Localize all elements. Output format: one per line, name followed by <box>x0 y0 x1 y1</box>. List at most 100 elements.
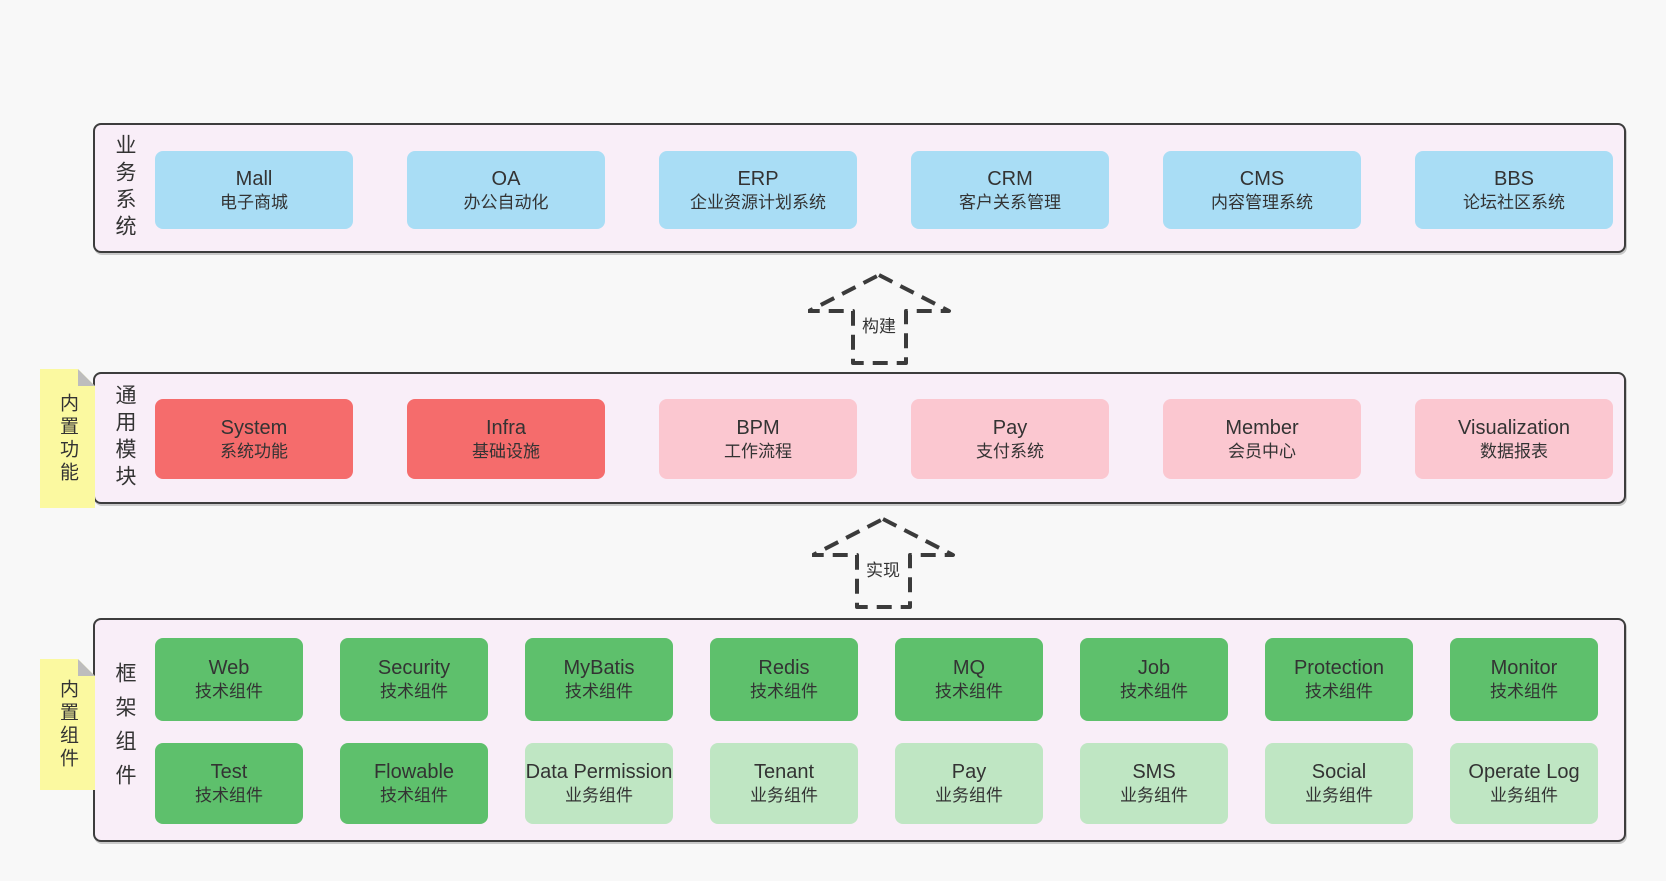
sticky-note-built-in-features: 内置功能 <box>40 369 95 508</box>
box-subtitle-zh: 技术组件 <box>1120 682 1188 702</box>
box-subtitle-zh: 技术组件 <box>380 682 448 702</box>
box-subtitle-zh: 业务组件 <box>1120 786 1188 806</box>
box-title-en: Mall <box>235 167 273 190</box>
box-title-en: BBS <box>1493 167 1535 190</box>
box-pay-biz: Pay 业务组件 <box>895 743 1043 824</box>
box-subtitle-zh: 数据报表 <box>1480 441 1548 461</box>
folded-corner <box>78 369 95 386</box>
box-mall: Mall 电子商城 <box>155 151 353 229</box>
box-title-en: Social <box>1311 761 1367 784</box>
framework-row-2: Test 技术组件 Flowable 技术组件 Data Permission … <box>155 743 1598 824</box>
box-title-en: Security <box>377 657 451 680</box>
box-sms: SMS 业务组件 <box>1080 743 1228 824</box>
box-subtitle-zh: 业务组件 <box>935 786 1003 806</box>
box-system: System 系统功能 <box>155 399 353 479</box>
layer-label-vertical: 业务系统 <box>113 134 136 242</box>
box-subtitle-zh: 工作流程 <box>724 441 792 461</box>
box-infra: Infra 基础设施 <box>407 399 605 479</box>
box-mq: MQ 技术组件 <box>895 638 1043 721</box>
build-arrow-icon: 构建 <box>808 273 951 365</box>
box-subtitle-zh: 办公自动化 <box>463 192 549 212</box>
box-subtitle-zh: 业务组件 <box>1490 786 1558 806</box>
box-bbs: BBS 论坛社区系统 <box>1415 151 1613 229</box>
framework-row-1: Web 技术组件 Security 技术组件 MyBatis 技术组件 Redi… <box>155 638 1598 721</box>
implement-arrow-icon: 实现 <box>812 517 955 609</box>
box-protection: Protection 技术组件 <box>1265 638 1413 721</box>
box-subtitle-zh: 技术组件 <box>195 786 263 806</box>
box-subtitle-zh: 技术组件 <box>380 786 448 806</box>
box-title-en: ERP <box>737 167 779 190</box>
box-tenant: Tenant 业务组件 <box>710 743 858 824</box>
box-subtitle-zh: 会员中心 <box>1228 441 1296 461</box>
box-web: Web 技术组件 <box>155 638 303 721</box>
framework-boxes-grid: Web 技术组件 Security 技术组件 MyBatis 技术组件 Redi… <box>155 638 1598 824</box>
box-title-en: Flowable <box>373 761 455 784</box>
box-title-en: Data Permission <box>525 761 673 784</box>
box-title-en: Web <box>208 657 250 680</box>
sticky-label: 内置功能 <box>57 392 78 485</box>
arrow-label: 构建 <box>862 317 896 336</box>
layer-common-modules: 内置功能 通用模块 System 系统功能 Infra 基础设施 BPM 工作流… <box>93 372 1626 504</box>
box-crm: CRM 客户关系管理 <box>911 151 1109 229</box>
layer-framework-components: 内置组件 框架组件 Web 技术组件 Security 技术组件 MyBatis… <box>93 618 1626 842</box>
module-boxes-row: System 系统功能 Infra 基础设施 BPM 工作流程 Pay 支付系统… <box>155 399 1613 479</box>
box-title-en: OA <box>491 167 521 190</box>
box-subtitle-zh: 技术组件 <box>750 682 818 702</box>
box-bpm: BPM 工作流程 <box>659 399 857 479</box>
box-title-en: Job <box>1137 657 1171 680</box>
business-boxes-row: Mall 电子商城 OA 办公自动化 ERP 企业资源计划系统 CRM 客户关系… <box>155 151 1613 229</box>
box-title-en: MQ <box>952 657 986 680</box>
box-subtitle-zh: 技术组件 <box>195 682 263 702</box>
box-subtitle-zh: 内容管理系统 <box>1211 192 1313 212</box>
box-social: Social 业务组件 <box>1265 743 1413 824</box>
box-title-en: CMS <box>1239 167 1285 190</box>
box-subtitle-zh: 技术组件 <box>1490 682 1558 702</box>
box-test: Test 技术组件 <box>155 743 303 824</box>
box-data-permission: Data Permission 业务组件 <box>525 743 673 824</box>
box-subtitle-zh: 支付系统 <box>976 441 1044 461</box>
box-mybatis: MyBatis 技术组件 <box>525 638 673 721</box>
box-visualization: Visualization 数据报表 <box>1415 399 1613 479</box>
box-title-en: Pay <box>992 416 1028 439</box>
box-title-en: Monitor <box>1490 657 1558 680</box>
box-flowable: Flowable 技术组件 <box>340 743 488 824</box>
box-subtitle-zh: 技术组件 <box>935 682 1003 702</box>
box-subtitle-zh: 技术组件 <box>1305 682 1373 702</box>
box-title-en: MyBatis <box>563 657 635 680</box>
box-title-en: Infra <box>485 416 527 439</box>
box-subtitle-zh: 电子商城 <box>220 192 288 212</box>
box-subtitle-zh: 业务组件 <box>1305 786 1373 806</box>
box-title-en: Operate Log <box>1468 761 1580 784</box>
box-oa: OA 办公自动化 <box>407 151 605 229</box>
box-title-en: Protection <box>1293 657 1385 680</box>
box-monitor: Monitor 技术组件 <box>1450 638 1598 721</box>
box-title-en: BPM <box>736 416 780 439</box>
box-erp: ERP 企业资源计划系统 <box>659 151 857 229</box>
box-title-en: CRM <box>987 167 1033 190</box>
box-title-en: Test <box>210 761 248 784</box>
box-operate-log: Operate Log 业务组件 <box>1450 743 1598 824</box>
box-subtitle-zh: 业务组件 <box>565 786 633 806</box>
box-subtitle-zh: 基础设施 <box>472 441 540 461</box>
box-subtitle-zh: 客户关系管理 <box>959 192 1061 212</box>
sticky-label: 内置组件 <box>57 678 78 771</box>
box-title-en: Visualization <box>1458 416 1570 439</box>
box-subtitle-zh: 技术组件 <box>565 682 633 702</box>
layer-label-vertical: 通用模块 <box>113 384 136 492</box>
box-title-en: Redis <box>758 657 810 680</box>
sticky-note-built-in-components: 内置组件 <box>40 659 95 790</box>
box-title-en: System <box>220 416 288 439</box>
box-member: Member 会员中心 <box>1163 399 1361 479</box>
box-pay: Pay 支付系统 <box>911 399 1109 479</box>
box-cms: CMS 内容管理系统 <box>1163 151 1361 229</box>
box-subtitle-zh: 业务组件 <box>750 786 818 806</box>
folded-corner <box>78 659 95 676</box>
box-redis: Redis 技术组件 <box>710 638 858 721</box>
layer-business-systems: 业务系统 Mall 电子商城 OA 办公自动化 ERP 企业资源计划系统 CRM… <box>93 123 1626 253</box>
box-title-en: SMS <box>1132 761 1176 784</box>
box-job: Job 技术组件 <box>1080 638 1228 721</box>
box-title-en: Pay <box>951 761 987 784</box>
box-title-en: Tenant <box>753 761 815 784</box>
arrow-label: 实现 <box>866 561 900 580</box>
